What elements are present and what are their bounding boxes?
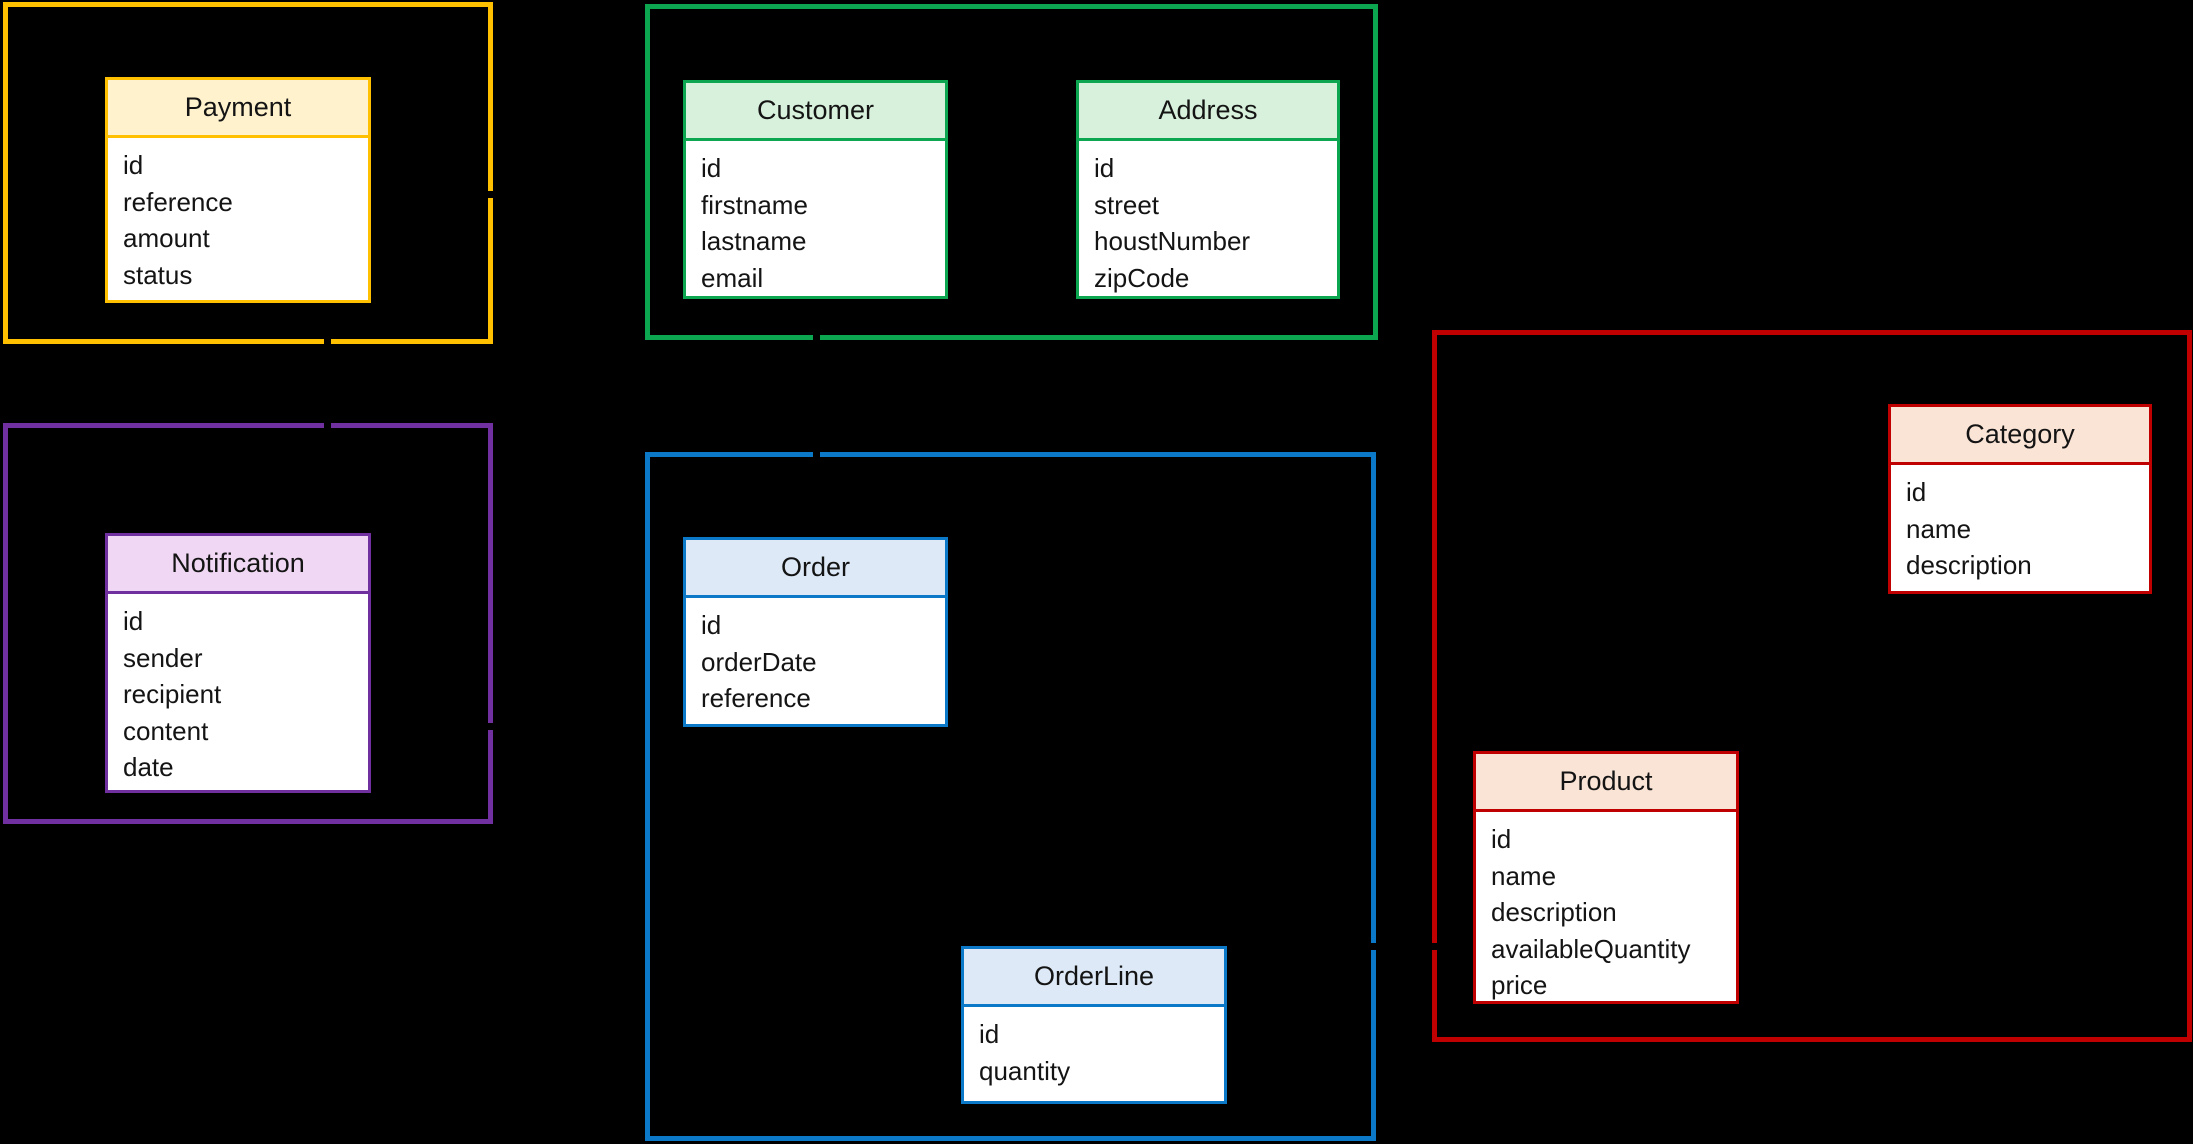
- connector-tick: [813, 448, 820, 461]
- connector-tick: [1428, 943, 1441, 950]
- customer-context-box: [645, 4, 1378, 340]
- entity-field: id: [1491, 824, 1512, 854]
- entity-field: name: [1906, 513, 1972, 544]
- category-entity-fields: id name description: [1891, 465, 2149, 591]
- notification-entity-title: Notification: [108, 536, 368, 594]
- entity-field: firstname: [701, 189, 808, 220]
- entity-field: id: [701, 153, 722, 183]
- connector-tick: [484, 191, 497, 198]
- order-entity-fields: id orderDate reference: [686, 598, 945, 724]
- product-entity-fields: id name description availableQuantity pr…: [1476, 812, 1736, 1001]
- entity-field: price: [1491, 970, 1548, 1000]
- connector-tick: [324, 334, 331, 348]
- address-entity-title: Address: [1079, 83, 1337, 141]
- customer-entity-fields: id firstname lastname email: [686, 141, 945, 296]
- order-context-box: [645, 452, 1376, 1141]
- entity-field: id: [701, 610, 722, 640]
- entity-field: description: [1491, 897, 1617, 927]
- entity-field: name: [1491, 860, 1557, 891]
- address-entity-fields: id street houstNumber zipCode: [1079, 141, 1337, 296]
- payment-context-box: [3, 2, 493, 344]
- entity-field: email: [701, 262, 764, 293]
- entity-field: sender: [123, 642, 203, 673]
- entity-field: quantity: [979, 1055, 1071, 1086]
- entity-field: reference: [123, 186, 233, 217]
- entity-field: street: [1094, 189, 1160, 220]
- entity-field: houstNumber: [1094, 226, 1251, 256]
- connector-tick: [1367, 943, 1380, 950]
- connector-tick: [324, 419, 331, 432]
- notification-entity-table: Notification id sender recipient content…: [105, 533, 371, 793]
- notification-entity-fields: id sender recipient content date: [108, 594, 368, 790]
- product-context-box: [1432, 330, 2192, 1042]
- payment-entity-title: Payment: [108, 80, 368, 138]
- entity-field: id: [123, 150, 144, 180]
- product-entity-title: Product: [1476, 754, 1736, 812]
- customer-entity-table: Customer id firstname lastname email: [683, 80, 948, 299]
- payment-entity-table: Payment id reference amount status: [105, 77, 371, 303]
- connector-tick: [484, 723, 497, 730]
- entity-field: lastname: [701, 226, 807, 256]
- entity-field: description: [1906, 550, 2032, 580]
- entity-field: id: [1094, 153, 1115, 183]
- entity-field: zipCode: [1094, 262, 1190, 293]
- entity-field: id: [123, 606, 144, 636]
- entity-field: orderDate: [701, 646, 817, 677]
- entity-field: availableQuantity: [1491, 933, 1691, 964]
- entity-field: status: [123, 259, 193, 290]
- notification-context-box: [3, 423, 493, 824]
- orderline-entity-title: OrderLine: [964, 949, 1224, 1007]
- orderline-entity-fields: id quantity: [964, 1007, 1224, 1101]
- orderline-entity-table: OrderLine id quantity: [961, 946, 1227, 1104]
- product-entity-table: Product id name description availableQua…: [1473, 751, 1739, 1004]
- customer-entity-title: Customer: [686, 83, 945, 141]
- order-entity-title: Order: [686, 540, 945, 598]
- entity-field: date: [123, 752, 174, 782]
- entity-field: amount: [123, 223, 210, 253]
- payment-entity-fields: id reference amount status: [108, 138, 368, 300]
- category-entity-title: Category: [1891, 407, 2149, 465]
- entity-field: recipient: [123, 679, 222, 709]
- category-entity-table: Category id name description: [1888, 404, 2152, 594]
- entity-field: content: [123, 715, 209, 746]
- entity-field: id: [979, 1019, 1000, 1049]
- order-entity-table: Order id orderDate reference: [683, 537, 948, 727]
- address-entity-table: Address id street houstNumber zipCode: [1076, 80, 1340, 299]
- connector-tick: [813, 331, 820, 344]
- entity-field: reference: [701, 683, 811, 713]
- entity-field: id: [1906, 477, 1927, 507]
